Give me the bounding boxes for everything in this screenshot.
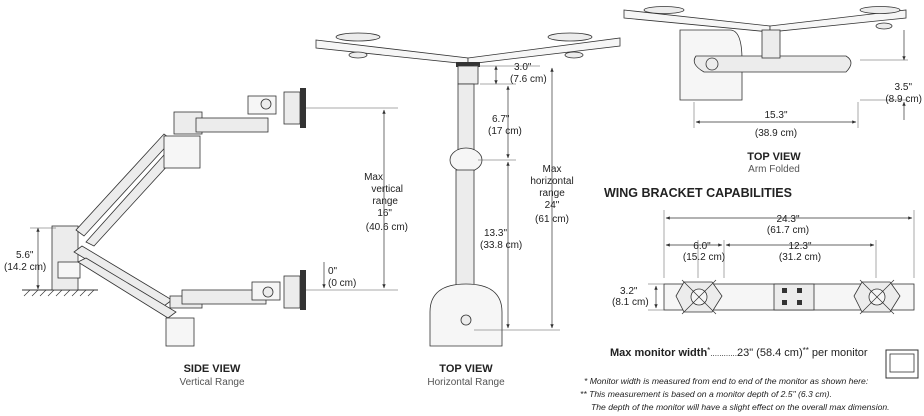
top-view-folded-title: TOP VIEW (747, 151, 801, 163)
folded-riser (761, 29, 781, 59)
max-horizontal-value: 24" (545, 200, 560, 211)
top-view-folded (623, 6, 908, 128)
folded-wing-left (623, 9, 771, 33)
desk-surface (22, 289, 98, 297)
elbow-joint (449, 147, 483, 173)
forearm-elbow-down (165, 317, 195, 347)
folded-width-value: 15.3" (764, 110, 787, 121)
dim-b-metric: (17 cm) (488, 126, 522, 137)
center-width-value: 12.3" (788, 241, 811, 252)
max-vertical-line2: vertical (371, 184, 403, 195)
max-vertical-line3: range (372, 196, 398, 207)
folded-depth-metric: (8.9 cm) (885, 94, 922, 105)
wing-bar-left (315, 39, 469, 65)
max-monitor-value-mark: ** (803, 346, 809, 355)
max-vertical-line1: Max (364, 172, 383, 183)
extension-up (195, 117, 269, 133)
top-view-horizontal-title: TOP VIEW (439, 363, 493, 375)
left-offset-metric: (15.2 cm) (683, 252, 725, 263)
max-vertical-metric: (40.6 cm) (366, 222, 408, 233)
mount-base (51, 225, 79, 291)
extension-arm (457, 83, 475, 155)
elbow-up (163, 135, 201, 169)
desk-height-value: 5.6" (16, 250, 34, 261)
max-horizontal-line3: range (539, 188, 565, 199)
max-horizontal-line1: Max (543, 164, 562, 175)
footnote-2: ** This measurement is based on a monito… (580, 389, 832, 399)
folded-width-metric: (38.9 cm) (755, 128, 797, 139)
max-monitor-mark: * (707, 346, 710, 355)
dim-a-value: 3.0" (514, 62, 532, 73)
side-view-subtitle: Vertical Range (179, 377, 244, 388)
vesa-plate-left (675, 279, 723, 315)
bracket-height-metric: (8.1 cm) (612, 297, 649, 308)
zero-metric: (0 cm) (328, 278, 356, 289)
top-view-horizontal (315, 32, 621, 347)
max-monitor-value: 23" (58.4 cm) (737, 347, 803, 359)
center-width-metric: (31.2 cm) (779, 252, 821, 263)
mount-clamp (57, 261, 81, 279)
vesa-plate-right (853, 279, 901, 315)
dim-a-metric: (7.6 cm) (510, 74, 547, 85)
footnote-3: The depth of the monitor will have a sli… (591, 402, 890, 412)
overall-width-metric: (61.7 cm) (767, 225, 809, 236)
side-view (22, 88, 398, 347)
monitor-width-icon (885, 349, 919, 379)
tilt-head-up (247, 88, 398, 128)
arm-lower-down-b (77, 257, 177, 319)
arm-upper-up (75, 133, 173, 237)
dim-c-metric: (33.8 cm) (480, 240, 522, 251)
left-offset-value: 6.0" (693, 241, 711, 252)
dim-b-value: 6.7" (492, 114, 510, 125)
side-view-title: SIDE VIEW (184, 363, 241, 375)
top-view-horizontal-subtitle: Horizontal Range (427, 377, 505, 388)
folded-arm (693, 55, 852, 73)
max-monitor-width: Max monitor width*............23" (58.4 … (610, 346, 868, 359)
monitor-head-right (547, 32, 593, 59)
folded-depth-value: 3.5" (895, 82, 913, 93)
monitor-head-left (335, 32, 381, 59)
max-monitor-suffix: per monitor (809, 347, 868, 359)
max-horizontal-metric: (61 cm) (535, 214, 569, 225)
desk-height-metric: (14.2 cm) (4, 262, 46, 273)
zero-value: 0" (328, 266, 338, 277)
max-vertical-value: 16" (377, 208, 392, 219)
wing-bracket-heading: WING BRACKET CAPABILITIES (604, 186, 792, 200)
base-pivot (460, 314, 472, 326)
max-monitor-leader: ............ (710, 349, 737, 358)
bracket-center (773, 283, 815, 311)
footnote-1: * Monitor width is measured from end to … (584, 376, 869, 386)
bracket-height-value: 3.2" (620, 286, 638, 297)
max-monitor-label: Max monitor width (610, 347, 707, 359)
wing-bracket-diagram (648, 210, 919, 379)
max-horizontal-line2: horizontal (530, 176, 573, 187)
wing-hub (456, 62, 480, 67)
head-swivel (457, 65, 479, 85)
overall-width-value: 24.3" (776, 214, 799, 225)
wing-bar-right (467, 37, 621, 65)
tilt-head-down (251, 270, 398, 310)
top-view-folded-subtitle: Arm Folded (748, 164, 800, 175)
arm-lower-down (73, 245, 173, 307)
dim-c-value: 13.3" (484, 228, 507, 239)
